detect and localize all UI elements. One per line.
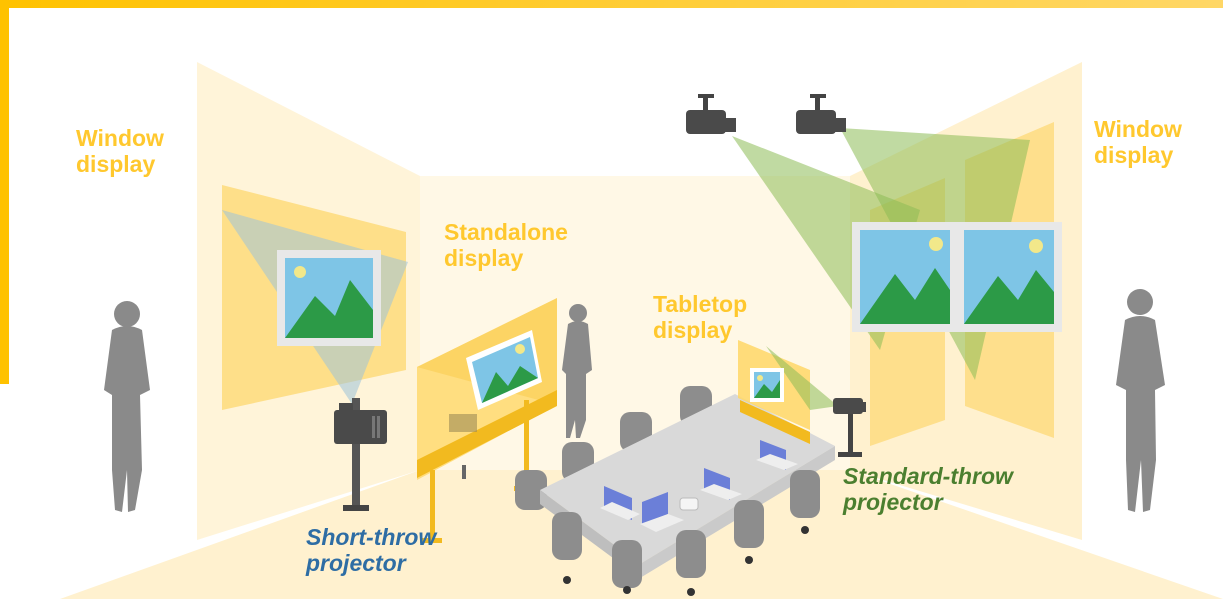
label-line: projector [843, 488, 943, 515]
top-accent-bar [0, 0, 1223, 8]
left-accent-stripe [0, 0, 9, 384]
standalone-display-label: Standalone display [444, 219, 568, 272]
label-line: display [1094, 141, 1174, 168]
label-line: Short-throw [306, 524, 437, 550]
standard-throw-projector-label: Standard-throw projector [843, 463, 1013, 516]
short-throw-projector-label: Short-throw projector [306, 524, 437, 577]
conference-table-icon [515, 386, 835, 596]
person-middle-icon [562, 304, 592, 438]
window-display-right-image-2 [958, 222, 1062, 332]
label-line: Standard-throw [843, 463, 1013, 489]
person-left-icon [104, 301, 150, 512]
short-throw-projector-icon [334, 398, 387, 511]
label-line: display [76, 150, 156, 177]
tabletop-display-icon [738, 340, 838, 444]
window-display-right-label: Window display [1094, 116, 1182, 169]
window-display-right-image-1 [852, 222, 958, 332]
label-line: projector [306, 549, 406, 576]
ceiling-projector-right-icon [796, 94, 846, 134]
label-line: Standalone [444, 219, 568, 245]
standalone-display-icon [417, 298, 557, 543]
label-line: Tabletop [653, 291, 748, 317]
window-display-left-image [277, 250, 381, 346]
label-line: display [444, 244, 524, 271]
person-right-icon [1116, 289, 1165, 512]
label-line: Window [1094, 116, 1182, 142]
tabletop-projector-icon [833, 398, 866, 457]
label-line: Window [76, 125, 164, 151]
tabletop-display-label: Tabletop display [653, 291, 748, 344]
label-line: display [653, 316, 733, 343]
window-display-left-label: Window display [76, 125, 164, 178]
ceiling-projector-left-icon [686, 94, 736, 134]
